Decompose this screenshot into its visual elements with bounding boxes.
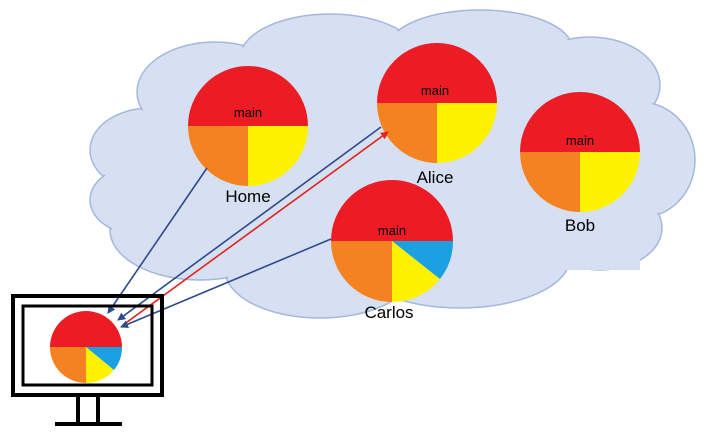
repo-name-bob: Bob	[565, 216, 595, 235]
branch-label-main: main	[566, 133, 594, 148]
repo-name-carlos: Carlos	[364, 303, 413, 322]
pie-chart-icon	[50, 311, 123, 384]
repo-name-home: Home	[225, 187, 270, 206]
pie-chart-icon	[188, 66, 308, 186]
monitor-icon	[11, 294, 164, 426]
branch-label-main: main	[378, 223, 406, 238]
branch-label-main: main	[421, 83, 449, 98]
arrow-carlos-to-local	[120, 238, 332, 328]
repo-name-alice: Alice	[417, 168, 454, 187]
pie-chart-icon	[331, 180, 454, 303]
repo-bob: main Bob	[520, 92, 640, 235]
pie-chart-icon	[520, 92, 640, 212]
local-repo	[50, 311, 123, 384]
arrow-local-to-alice	[122, 131, 389, 326]
branch-label-main: main	[234, 105, 262, 120]
repo-alice: main Alice	[377, 43, 497, 187]
arrow-home-to-local	[107, 167, 208, 314]
pie-chart-icon	[377, 43, 497, 163]
arrows	[107, 126, 389, 328]
arrow-alice-to-local	[117, 126, 382, 321]
repo-carlos: main Carlos	[331, 180, 454, 322]
repo-home: main Home	[188, 66, 308, 206]
